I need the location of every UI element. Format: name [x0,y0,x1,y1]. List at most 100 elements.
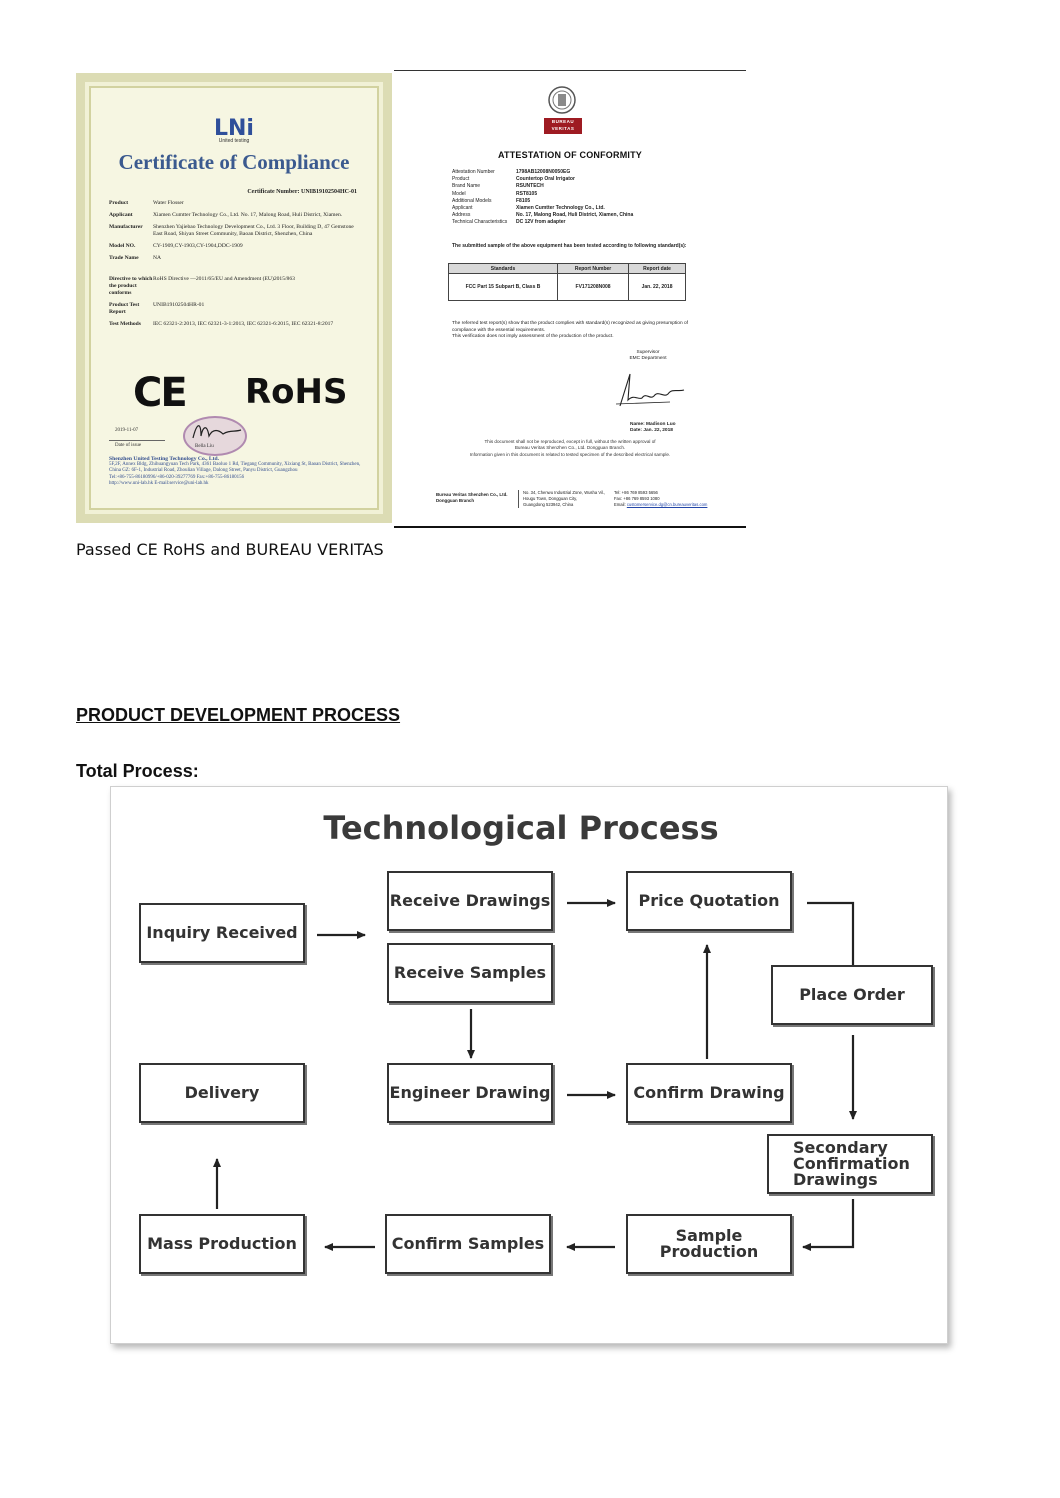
step-inquiry-received: Inquiry Received [139,903,305,963]
step-delivery: Delivery [139,1063,305,1123]
certificate-title: Certificate of Compliance [118,150,350,174]
signer-name: Name: Madison Luo [630,422,676,427]
footer-contact: Tel: +86 769 8593 5656 Fax: +86 769 8593… [614,490,707,508]
attestation-fields: Attestation Number 1798AB12008N0050EG Pro… [452,169,633,227]
signature-image [192,425,242,439]
signer-block: Name: Madison Luo Date: Jan. 22, 2018 [630,422,676,434]
signer-date: Date: Jan. 22, 2018 [630,428,673,434]
footer-address: No. 34, Chenwu Industrial Zone, Wusha Vi… [518,490,605,508]
field-value: Shenzhen Yajiebao Technology Development… [153,224,354,237]
section-heading: PRODUCT DEVELOPMENT PROCESS [76,705,401,725]
bureau-veritas-crest-icon [548,86,576,114]
logo-text-veritas: VERITAS [551,126,575,131]
issue-date-label: Date of issue [115,443,142,448]
step-secondary-line: Drawings [793,1170,878,1189]
table-cell: FCC Part 15 Subpart B, Class B [447,273,559,301]
footer-address-line: Hougu Town, Dongguan City, [523,496,578,501]
field-value: DC 12V from adapter [516,219,566,226]
ce-mark: CE [133,370,188,416]
arrow-secondary-to-sample-production [802,1199,855,1251]
field-row: Technical Characteristics DC 12V from ada… [452,219,633,226]
field-row: Attestation Number 1798AB12008N0050EG [452,169,633,176]
table-cell: FV171208N008 [557,273,630,301]
issuer-contact: Tel:+86-755-86180996/+86-020-39277769 Fa… [109,474,245,480]
field-value: UNIB19102504HR-01 [153,302,205,308]
step-secondary-line: Secondary [793,1138,888,1157]
note-text: The referred test report(s) show that th… [452,321,688,333]
field-row: Product Countertop Oral Irrigator [452,176,633,183]
issuer-address: 5F,2F, Annex Bldg, Zhihuangyuan Tech Par… [109,462,361,474]
table-cell: Jan. 22, 2018 [628,273,686,301]
field-label: Manufacturer [109,224,143,230]
top-rule [394,70,746,71]
footer-address-line: Guangdong 523942, China [523,502,574,507]
field-label: Attestation Number [452,169,495,175]
field-value: 1798AB12008N0050EG [516,169,571,175]
certificate-of-compliance-image: LNi United testing Certificate of Compli… [76,73,392,523]
step-confirm-drawing: Confirm Drawing [626,1063,792,1123]
field-value: RST8105 [516,190,538,197]
field-label: Technical Characteristics [452,219,508,226]
field-value: IEC 62321-2:2013, IEC 62321-3-1:2013, IE… [153,321,334,327]
footer-email-line: Email: customerservice.dg@cn.bureauverit… [614,502,707,508]
field-value: F8105 [516,197,531,204]
field-value: RSUNTECH [516,183,544,190]
date-divider [109,440,165,441]
disclaimer-text: Information given in this document is re… [469,451,671,457]
step-engineer-drawing: Engineer Drawing [387,1063,553,1123]
certificate-number: Certificate Number: UNIB19102504HC-01 [247,189,357,195]
flow-arrows [213,899,857,1251]
attestation-notes: The referred test report(s) show that th… [452,321,688,341]
table-header-row: Standards Report Number Report date [447,263,686,274]
technological-process-flowchart: Technological Process Inquiry Received R… [110,786,948,1344]
field-row: Address No. 17, Malong Road, Huli Distric… [452,212,633,219]
footer-branch: Dongguan Branch [436,498,475,503]
rohs-mark: RoHS [245,372,348,412]
footer-tel: Tel: +86 769 8593 5656 [614,490,658,495]
field-value: No. 17, Malong Road, Huli District, Xiam… [516,212,634,219]
field-value: Xiamen Cumtter Technology Co., Ltd. [516,204,605,211]
field-label: Product [452,176,470,183]
field-label: Additional Models [452,197,492,204]
field-value: NA [153,255,162,261]
footer-email-label: Email: [614,502,626,507]
field-label: Applicant [452,204,473,211]
attestation-of-conformity-image: BUREAU VERITAS ATTESTATION OF CONFORMITY… [394,70,746,530]
field-value: Countertop Oral Irrigator [516,176,575,183]
arrow-quotation-to-order [807,901,855,965]
bottom-rule [394,526,746,528]
step-secondary-line: Confirmation [793,1154,910,1173]
field-label: Address [452,212,471,219]
field-row: Model NO.CY-1909,CY-1903,CY-1904,DDC-190… [109,243,361,250]
table-header: Report date [628,263,686,274]
field-value: RoHS Directive —2011/65/EU and Amendment… [153,276,295,282]
footer-fax: Fax: +86 769 8593 1080 [614,496,660,501]
footer-address-line: No. 34, Chenwu Industrial Zone, Wusha Vi… [523,490,606,495]
field-row: Manufacturer Shenzhen Yajiebao Technology… [109,224,361,238]
supervisor-block: Supervisor EMC Department [608,350,688,362]
field-label: Product [109,200,129,206]
issuer-name: Shenzhen United Testing Technology Co., … [109,456,220,462]
field-value: Water Flosser [153,200,184,206]
table-header: Standards [447,263,559,274]
step-price-quotation: Price Quotation [626,871,792,931]
footer-company-name: Bureau Veritas Shenzhen Co., Ltd. [436,492,508,497]
department-label: EMC Department [629,356,667,362]
step-mass-production: Mass Production [139,1214,305,1274]
attestation-title: ATTESTATION OF CONFORMITY [498,150,642,160]
logo-text-bureau: BUREAU [551,119,575,124]
step-sample-production: Sample Production [626,1214,792,1274]
issuer-web: http://www.uni-lab.hk E-mail:service@uni… [109,480,209,486]
field-row: Additional Models F8105 [452,198,633,205]
footer-email-link: customerservice.dg@cn.bureauveritas.com [626,502,708,507]
step-secondary-confirmation-drawings: Secondary Confirmation Drawings [767,1134,933,1194]
field-value: CY-1909,CY-1903,CY-1904,DDC-1909 [153,243,243,249]
field-label: Directive to which the product conforms [109,276,153,296]
subheading: Total Process: [76,761,199,781]
